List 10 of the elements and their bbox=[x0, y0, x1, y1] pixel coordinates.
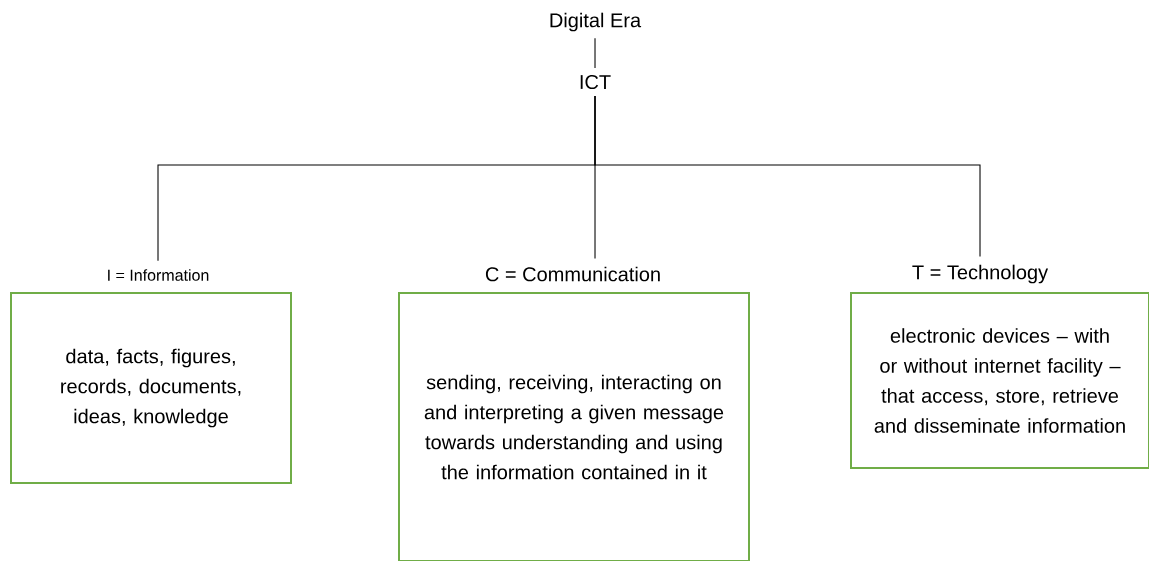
category-heading: C = Communication bbox=[485, 266, 660, 282]
description-box: data, facts, figures, records, documents, ideas, knowledge bbox=[10, 292, 292, 484]
node-label: ICT bbox=[580, 74, 611, 90]
connector-line bbox=[594, 95, 981, 257]
node-label: Digital Era bbox=[550, 12, 642, 32]
connector-line bbox=[594, 37, 596, 69]
description-box: sending, receiving, interacting on and interpreting a given message towards understanding and using the information contained in it bbox=[398, 292, 750, 561]
category-heading: I = Information bbox=[108, 269, 209, 281]
description-box: electronic devices – with or without internet facility – that access, store, retrieve and disseminate information bbox=[850, 292, 1149, 469]
category-heading: T = Technology bbox=[912, 264, 1049, 284]
